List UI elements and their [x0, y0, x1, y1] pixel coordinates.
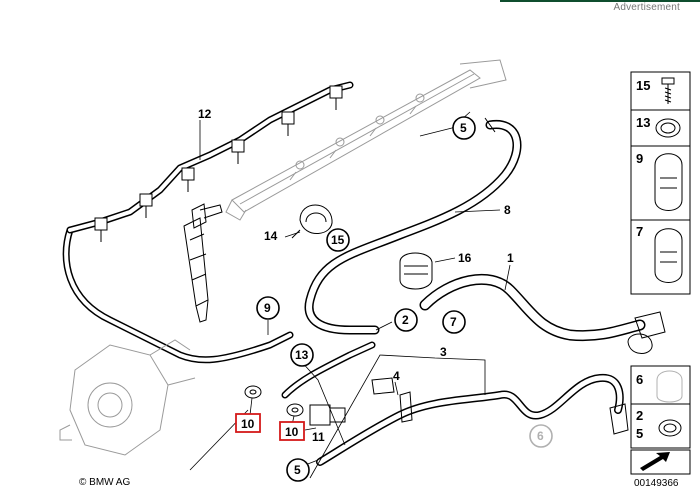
high-pressure-pump	[59, 339, 196, 456]
advertisement-label: Advertisement	[613, 2, 680, 13]
clamp-icon-6	[656, 370, 683, 403]
legend-item-2: 2	[636, 408, 643, 423]
svg-text:13: 13	[295, 348, 309, 362]
callout-15: 15	[326, 228, 350, 252]
callout-3: 3	[440, 345, 447, 359]
banjo-bolt	[309, 404, 346, 426]
legend-item-15: 15	[636, 78, 650, 93]
svg-text:10: 10	[285, 425, 299, 439]
callout-4: 4	[393, 369, 400, 383]
svg-text:5: 5	[294, 463, 301, 477]
top-accent-line	[500, 0, 700, 2]
callout-9: 9	[256, 296, 280, 320]
callout-16: 16	[458, 251, 472, 265]
copyright-label: © BMW AG	[79, 477, 130, 488]
return-hose	[304, 117, 522, 335]
callout-11: 11	[312, 430, 325, 444]
legend-item-6: 6	[636, 372, 643, 387]
sensor-part-4	[371, 377, 395, 395]
callout-5-top: 5	[452, 116, 476, 140]
fuel-rail	[225, 59, 507, 221]
callout-7: 7	[442, 310, 466, 334]
legend-item-7: 7	[636, 224, 643, 239]
svg-text:2: 2	[402, 313, 409, 327]
clamp-icon-7	[654, 228, 683, 283]
direction-arrow-icon	[640, 452, 670, 471]
callout-5-bottom: 5	[286, 458, 310, 482]
legend-frame	[630, 71, 691, 295]
callout-14: 14	[264, 229, 278, 243]
clamp-icon-9	[654, 153, 683, 211]
svg-text:15: 15	[331, 233, 345, 247]
clamp-part-14	[291, 204, 333, 239]
callout-10-left: 10	[235, 413, 261, 433]
screw-icon	[661, 77, 675, 104]
hose-clip-icon	[655, 118, 681, 138]
fuel-pipe-part-13	[281, 341, 376, 399]
legend-item-5: 5	[636, 426, 643, 441]
svg-text:5: 5	[460, 121, 467, 135]
fuel-line-part-3	[316, 373, 629, 466]
diagram-number: 00149366	[634, 478, 679, 489]
leak-off-line	[62, 81, 354, 364]
callout-8: 8	[504, 203, 511, 217]
callout-10-right: 10	[279, 421, 305, 441]
callout-6: 6	[529, 424, 553, 448]
callout-12: 12	[198, 107, 212, 121]
hose-clip-icon-2	[658, 419, 682, 437]
callout-13: 13	[290, 343, 314, 367]
fuel-hose-part-1	[419, 273, 666, 354]
legend-item-13: 13	[636, 115, 650, 130]
callout-2: 2	[394, 308, 418, 332]
seal-rings	[244, 385, 304, 417]
hose-clamp-part-16	[399, 252, 433, 290]
callout-1: 1	[507, 251, 514, 265]
legend-item-9: 9	[636, 151, 643, 166]
svg-text:6: 6	[537, 429, 544, 443]
parts-legend: 15 13 9 7 6 2 5	[630, 71, 691, 475]
svg-text:10: 10	[241, 417, 255, 431]
injector	[183, 203, 223, 323]
svg-text:7: 7	[450, 315, 457, 329]
svg-text:9: 9	[264, 301, 271, 315]
